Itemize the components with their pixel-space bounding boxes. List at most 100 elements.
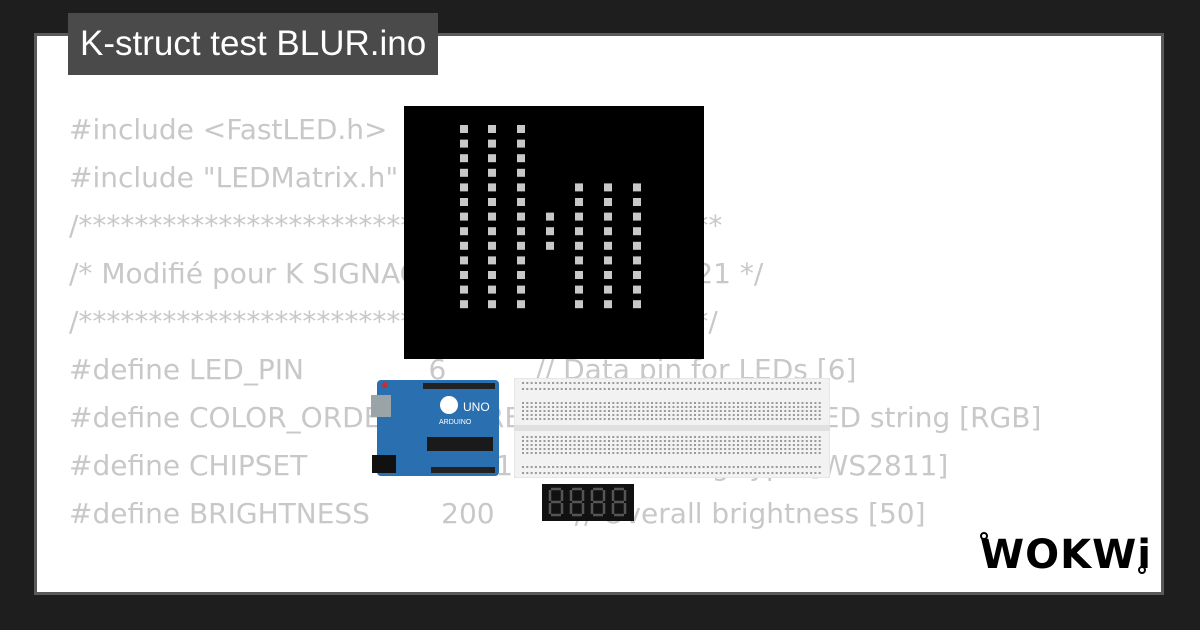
breadboard-hole [818,452,821,454]
breadboard-hole [565,388,567,390]
matrix-led [633,256,641,265]
breadboard-hole [569,452,572,454]
breadboard-hole [534,410,537,412]
breadboard-hole [702,410,705,412]
breadboard-hole [577,418,580,420]
breadboard-hole [655,418,658,420]
breadboard-hole [642,472,645,474]
breadboard-hole [573,472,576,474]
breadboard-hole [814,414,817,416]
breadboard-hole [638,388,641,390]
breadboard-hole [560,406,563,408]
breadboard-hole [788,472,791,474]
matrix-led [604,198,612,206]
breadboard-hole [569,406,572,408]
breadboard-hole [771,388,774,390]
breadboard-hole [715,406,718,408]
breadboard-hole [638,452,641,454]
code-line: #define LED_PIN 6 // Data pin for LEDs [… [69,353,857,386]
breadboard-hole [754,452,757,454]
led-matrix [404,106,704,359]
breadboard-hole [612,402,615,404]
breadboard-hole [625,436,628,438]
breadboard-hole [638,436,641,438]
breadboard-hole [539,436,542,438]
breadboard-hole [792,448,795,450]
breadboard-hole [749,472,752,474]
breadboard-hole [599,382,602,384]
breadboard-hole [728,448,731,450]
matrix-led [460,125,468,133]
breadboard-hole [522,452,524,454]
breadboard-hole [586,472,589,474]
breadboard-hole [724,402,727,404]
breadboard-hole [771,436,774,438]
matrix-led [575,241,583,250]
matrix-led [517,241,525,250]
breadboard-hole [539,402,542,404]
breadboard-hole [694,418,696,420]
breadboard [513,377,831,483]
breadboard-hole [810,418,813,420]
breadboard-hole [646,466,649,468]
breadboard-hole [560,452,563,454]
breadboard-hole [582,406,585,408]
breadboard-hole [792,406,795,408]
matrix-led [633,271,641,279]
breadboard-hole [685,402,688,404]
breadboard-hole [629,444,632,446]
matrix-led [633,300,641,309]
breadboard-hole [565,382,567,384]
breadboard-hole [737,410,739,412]
breadboard-hole [788,452,791,454]
breadboard-hole [595,448,598,450]
breadboard-hole [719,452,722,454]
breadboard-hole [590,452,593,454]
breadboard-hole [801,388,804,390]
breadboard-hole [565,452,567,454]
breadboard-hole [625,466,628,468]
breadboard-hole [655,414,658,416]
breadboard-hole [797,414,800,416]
breadboard-hole [552,472,555,474]
breadboard-hole [698,466,701,468]
breadboard-hole [801,406,804,408]
breadboard-hole [569,444,572,446]
breadboard-hole [534,414,537,416]
breadboard-hole [526,382,529,384]
breadboard-hole [814,406,817,408]
breadboard-hole [603,472,606,474]
breadboard-hole [586,436,589,438]
breadboard-hole [810,414,813,416]
breadboard-hole [659,414,662,416]
breadboard-hole [818,436,821,438]
breadboard-hole [741,448,744,450]
breadboard-hole [642,382,645,384]
breadboard-hole [625,418,628,420]
breadboard-hole [810,406,813,408]
breadboard-hole [560,382,563,384]
breadboard-hole [672,402,675,404]
breadboard-hole [655,448,658,450]
breadboard-hole [681,402,684,404]
breadboard-hole [625,448,628,450]
breadboard-hole [603,452,606,454]
breadboard-hole [775,466,778,468]
breadboard-hole [582,414,585,416]
breadboard-hole [741,444,744,446]
matrix-led [546,212,554,221]
breadboard-hole [582,440,585,442]
breadboard-hole [698,448,701,450]
breadboard-hole [547,440,550,442]
breadboard-hole [711,466,714,468]
breadboard-hole [547,444,550,446]
breadboard-hole [784,472,787,474]
breadboard-hole [749,382,752,384]
breadboard-hole [633,448,636,450]
breadboard-hole [749,406,752,408]
breadboard-hole [801,436,804,438]
breadboard-hole [651,448,653,450]
breadboard-hole [620,466,623,468]
breadboard-hole [526,436,529,438]
breadboard-hole [754,448,757,450]
